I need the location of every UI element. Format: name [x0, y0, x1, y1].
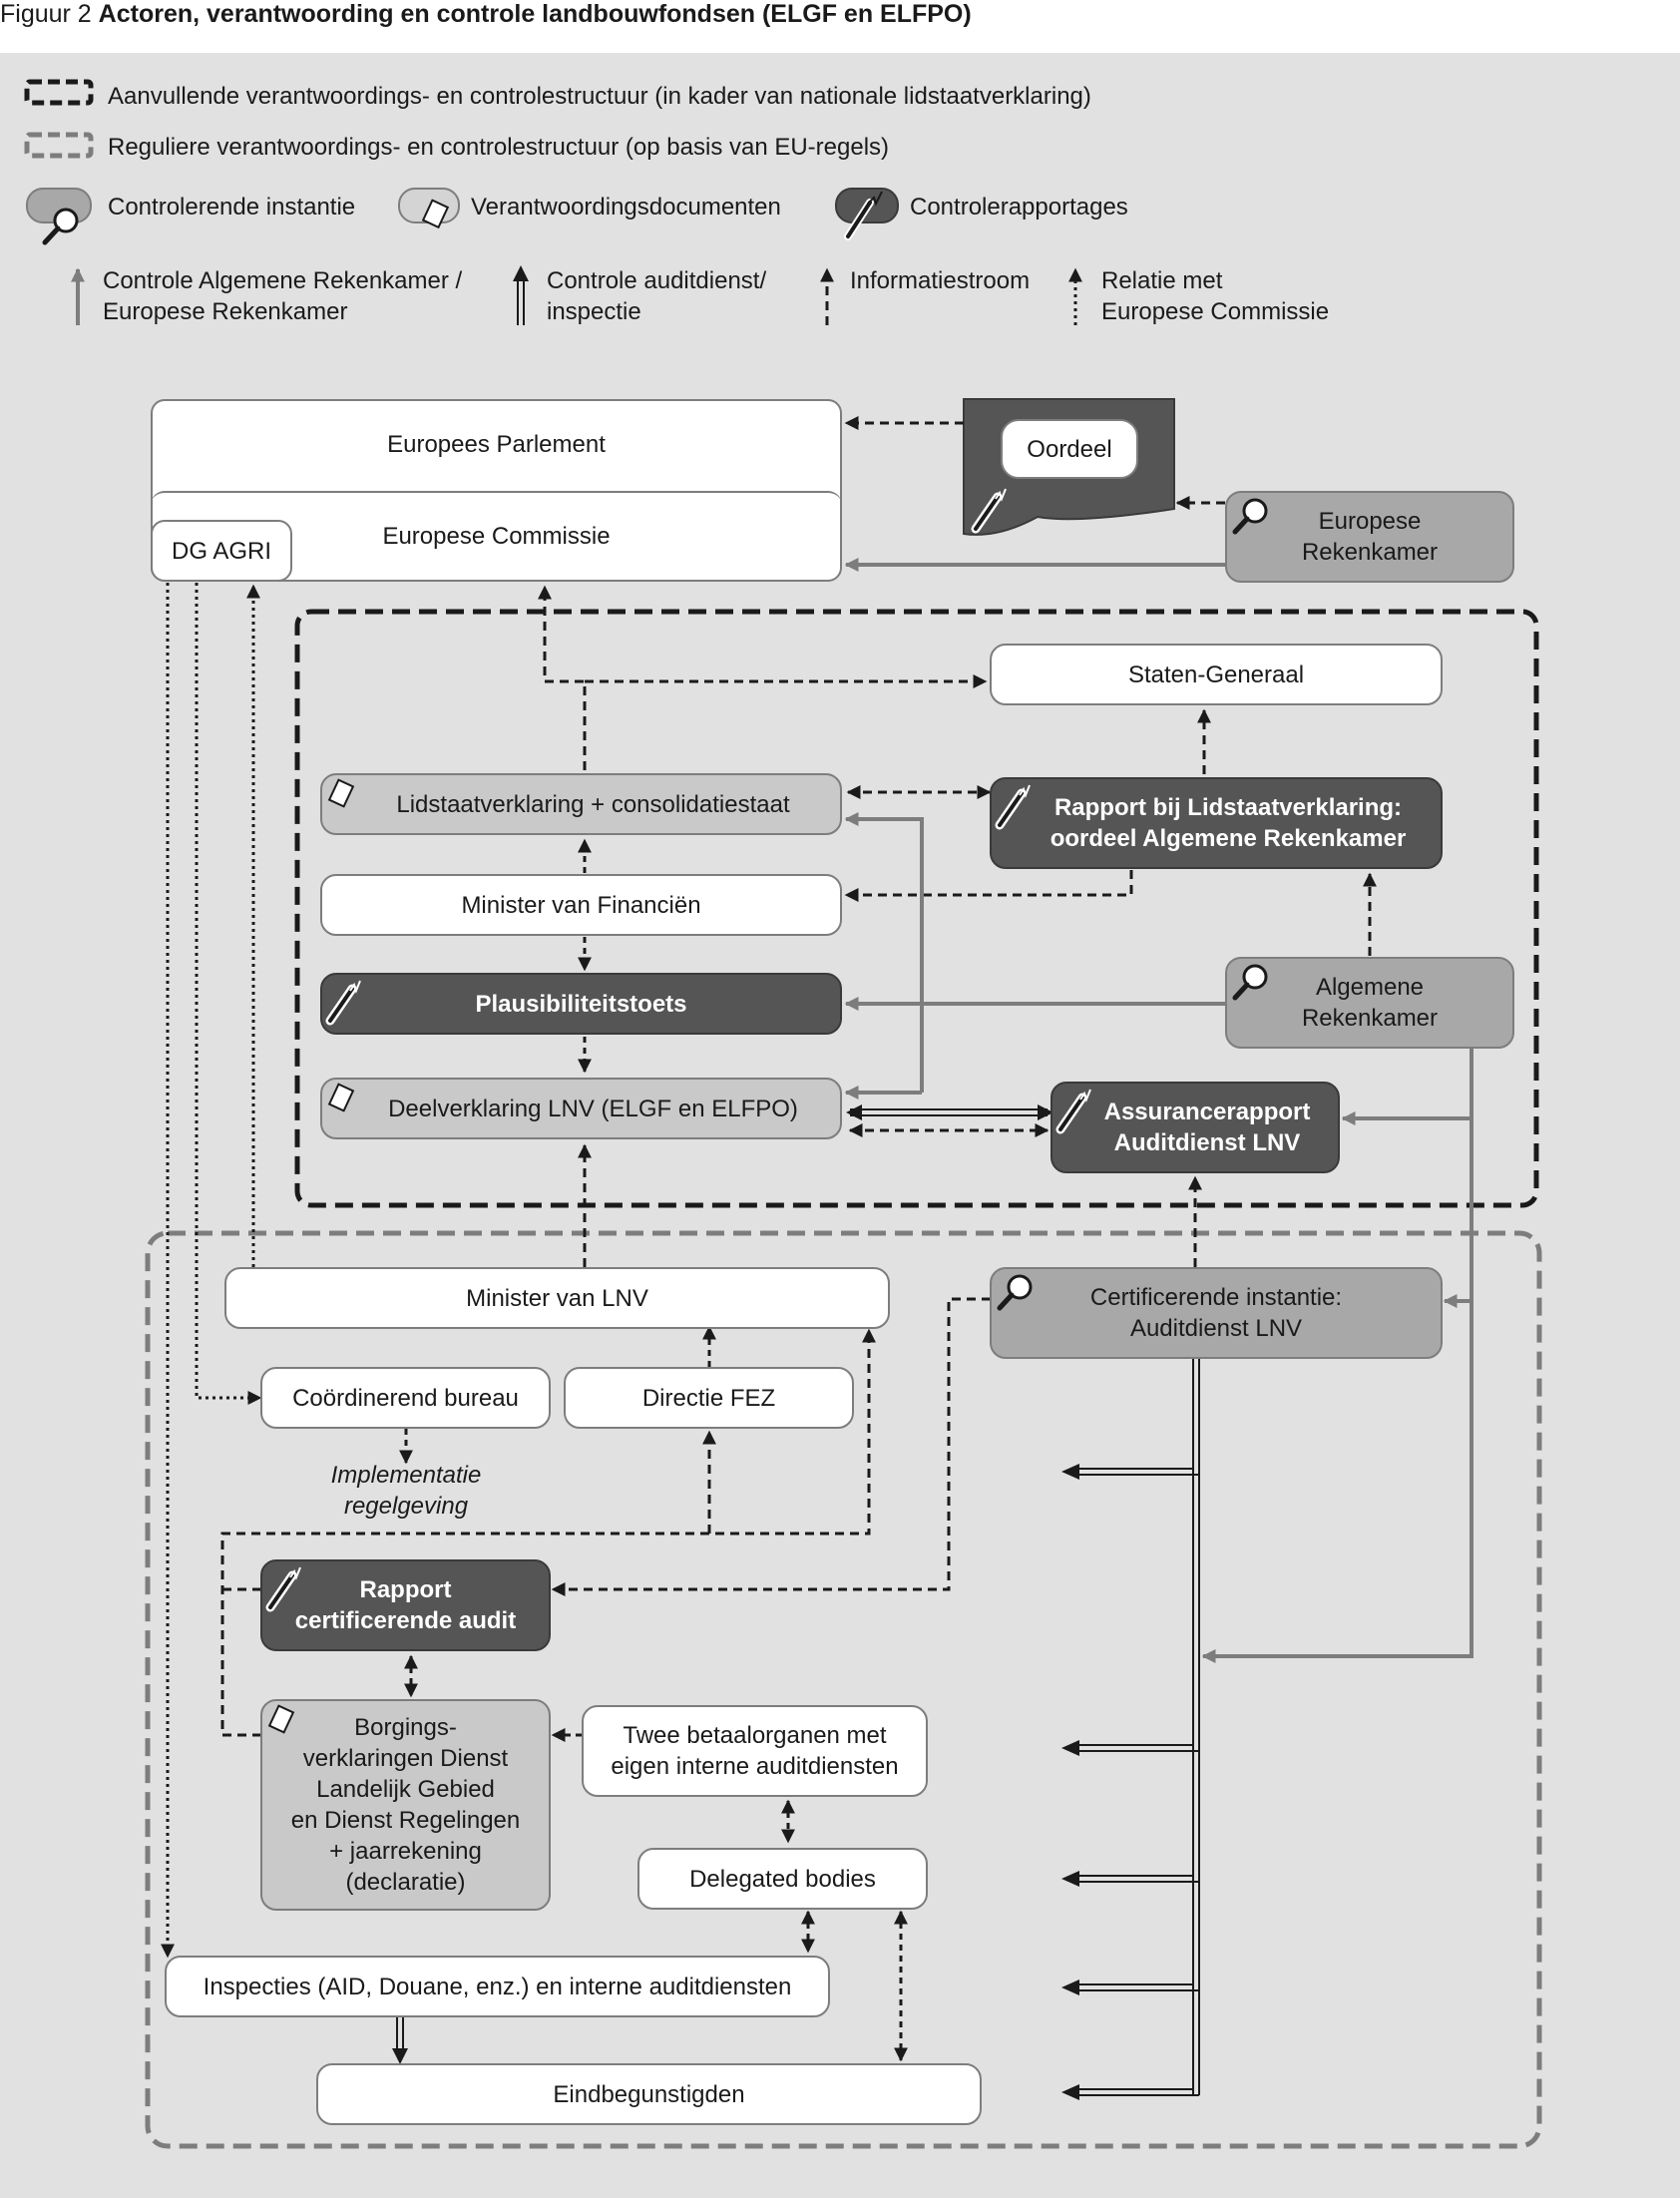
legend-black-dash-symbol: [24, 79, 94, 106]
borgingsverklaringen-box: Borgings- verklaringen Dienst Landelijk …: [260, 1699, 551, 1911]
europees-parlement-label: Europees Parlement: [387, 431, 606, 458]
legend-regulier-label: Reguliere verantwoordings- en controlest…: [108, 134, 890, 161]
eindbegunstigden-box: Eindbegunstigden: [316, 2063, 982, 2125]
delegated-bodies-box: Delegated bodies: [637, 1848, 928, 1910]
deelverklaring-document-icon: [327, 1083, 355, 1112]
regulier-frame: [145, 1230, 1542, 2149]
plausibiliteitstoets-box: Plausibiliteitstoets: [320, 973, 842, 1035]
certificerende-instantie-magnifier-icon: [997, 1274, 1033, 1311]
assurancerapport-pen-icon: [1055, 1089, 1091, 1134]
rapport-certificerende-audit-box: Rapport certificerende audit: [260, 1559, 551, 1651]
figure-title-text: Actoren, verantwoording en controle land…: [98, 0, 972, 28]
certificerende-instantie-box: Certificerende instantie: Auditdienst LN…: [990, 1267, 1443, 1359]
europese-rekenkamer-magnifier-icon: [1232, 498, 1268, 535]
minister-financien-box: Minister van Financiën: [320, 874, 842, 936]
staten-generaal-box: Staten-Generaal: [990, 644, 1443, 705]
legend-controlerende-label: Controlerende instantie: [108, 194, 356, 220]
lidstaatverklaring-box: Lidstaatverklaring + consolidatiestaat: [320, 773, 842, 835]
europese-commissie-box: Europese Commissie: [151, 491, 842, 584]
rapport-certificerende-audit-pen-icon: [265, 1566, 301, 1612]
legend-gray-dash-symbol: [24, 132, 94, 159]
legend-magnifier-symbol: [26, 188, 92, 245]
legend-rapportages-label: Controlerapportages: [910, 194, 1128, 220]
implementatie-regelgeving-label: Implementatie regelgeving: [330, 1462, 482, 1520]
legend-controle-auditdienst-label: Controle auditdienst/ inspectie: [547, 267, 767, 325]
certificerende-bus: [1077, 1357, 1200, 2096]
borgingsverklaringen-document-icon: [267, 1704, 295, 1734]
minister-lnv-box: Minister van LNV: [224, 1267, 890, 1329]
figure-number: Figuur 2: [0, 0, 92, 28]
deelverklaring-box: Deelverklaring LNV (ELGF en ELFPO): [320, 1078, 842, 1139]
legend-informatiestroom-label: Informatiestroom: [850, 267, 1031, 294]
directie-fez-box: Directie FEZ: [564, 1367, 854, 1429]
legend-controle-ar-label: Controle Algemene Rekenkamer / Europese …: [103, 267, 463, 325]
assurancerapport-box: Assurancerapport Auditdienst LNV: [1050, 1082, 1340, 1173]
aanvullend-frame: [294, 609, 1539, 1208]
dg-agri-box: DG AGRI: [151, 520, 292, 582]
oordeel-box: Oordeel: [1001, 419, 1138, 479]
legend-relatie-ec-label: Relatie met Europese Commissie: [1101, 267, 1330, 325]
europese-rekenkamer-box: Europese Rekenkamer: [1225, 491, 1514, 583]
plausibiliteitstoets-pen-icon: [325, 980, 361, 1026]
twee-betaalorganen-box: Twee betaalorganen met eigen interne aud…: [582, 1705, 928, 1797]
legend-pen-symbol: [835, 188, 899, 240]
algemene-rekenkamer-magnifier-icon: [1232, 964, 1268, 1001]
coordinerend-bureau-box: Coördinerend bureau: [260, 1367, 551, 1429]
algemene-rekenkamer-box: Algemene Rekenkamer: [1225, 957, 1514, 1049]
legend-documenten-label: Verantwoordingsdocumenten: [471, 194, 781, 220]
rapport-lidstaatverklaring-pen-icon: [995, 784, 1031, 830]
europese-commissie-label: Europese Commissie: [382, 523, 611, 550]
oordeel-pen-icon: [971, 488, 1007, 534]
rapport-lidstaatverklaring-box: Rapport bij Lidstaatverklaring: oordeel …: [990, 777, 1443, 869]
figure-title: Figuur 2 Actoren, verantwoording en cont…: [0, 0, 1680, 40]
legend-aanvullend-label: Aanvullende verantwoordings- en controle…: [108, 83, 1091, 110]
legend-auditdienst-arrow: [513, 265, 529, 325]
lidstaatverklaring-document-icon: [327, 778, 355, 808]
inspecties-box: Inspecties (AID, Douane, enz.) en intern…: [165, 1956, 830, 2017]
legend-document-symbol: [398, 188, 460, 229]
